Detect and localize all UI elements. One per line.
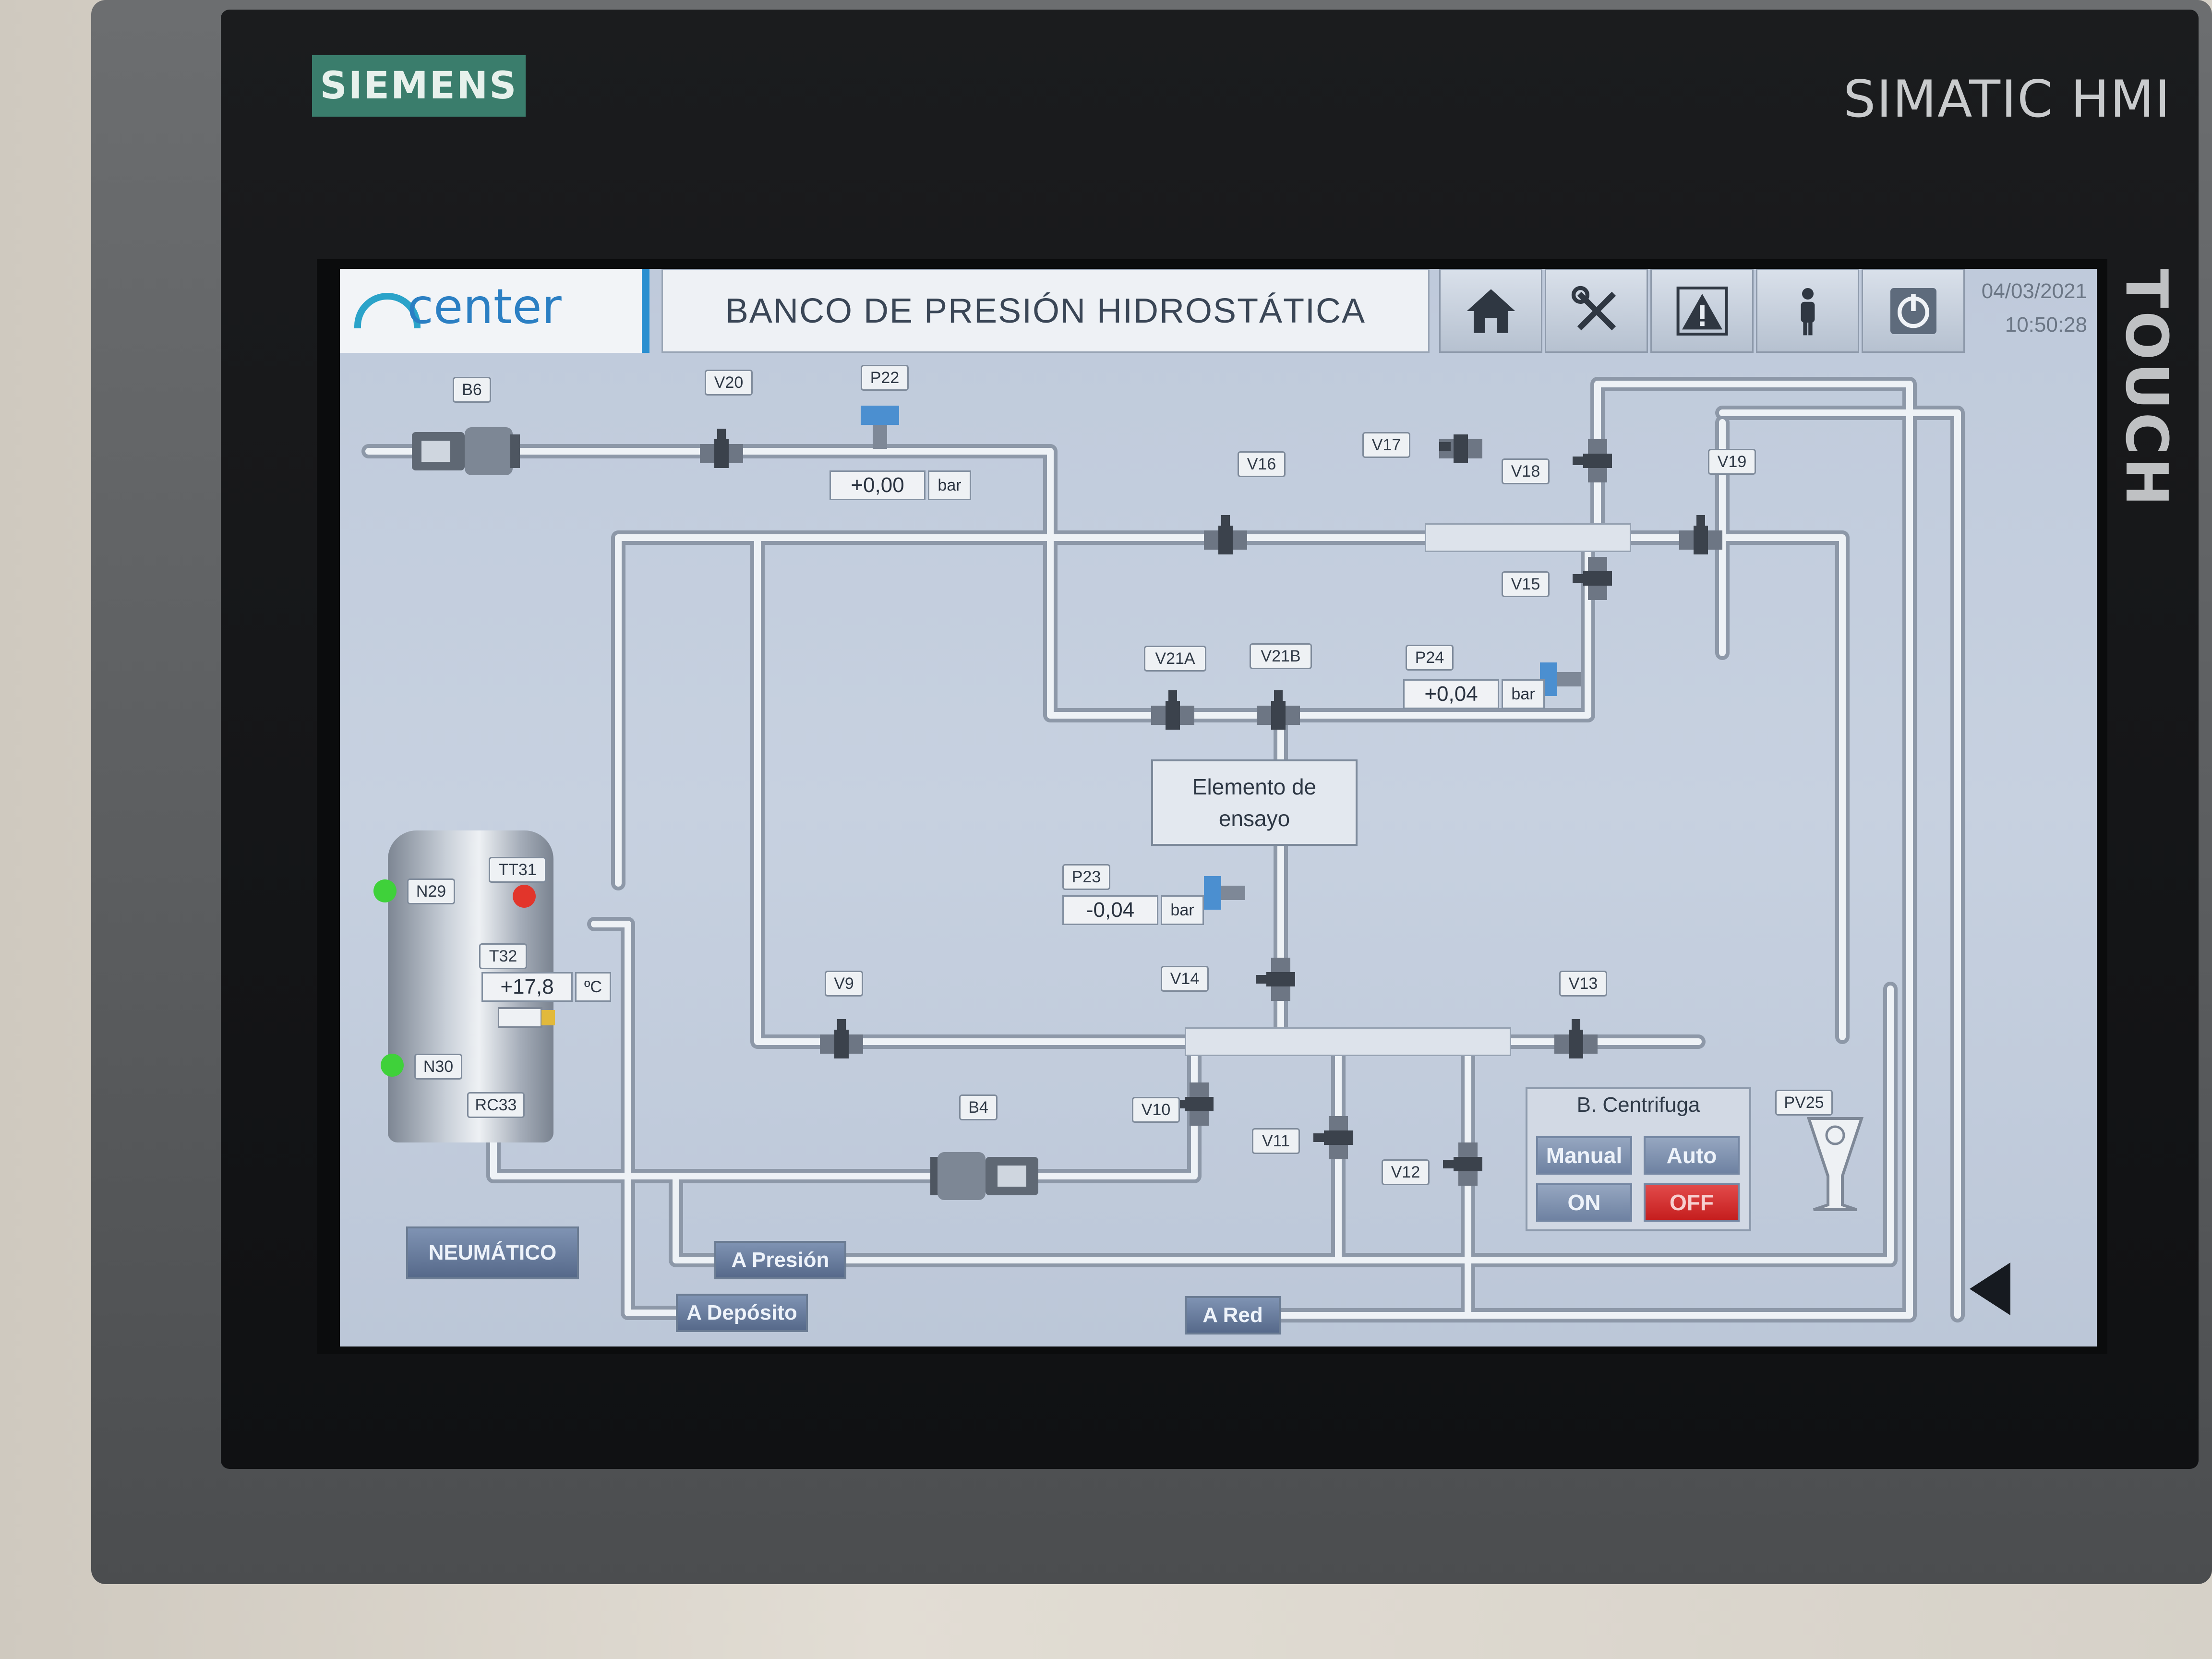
valve-v19-icon[interactable] — [1674, 511, 1727, 564]
valve-v15-icon[interactable] — [1569, 552, 1622, 605]
centrifuge-title: B. Centrifuga — [1576, 1093, 1700, 1117]
valve-v16-icon[interactable] — [1199, 511, 1252, 564]
valve-v18-icon[interactable] — [1569, 434, 1622, 487]
p22-value: +0,00 — [830, 470, 926, 500]
tag-v9: V9 — [825, 971, 863, 997]
tag-b6: B6 — [453, 377, 491, 403]
proportional-valve-pv25-icon[interactable] — [1804, 1114, 1866, 1214]
valve-v13-icon[interactable] — [1550, 1015, 1602, 1068]
to-pressure-button[interactable]: A Presión — [714, 1241, 846, 1279]
p22-unit: bar — [928, 470, 971, 500]
to-tank-button[interactable]: A Depósito — [676, 1294, 808, 1332]
tag-v21b: V21B — [1250, 643, 1312, 669]
page-title: BANCO DE PRESIÓN HIDROSTÁTICA — [661, 269, 1430, 353]
logo-text: center — [407, 278, 562, 335]
tag-v17: V17 — [1362, 432, 1410, 458]
pneumatic-button[interactable]: NEUMÁTICO — [406, 1226, 579, 1279]
tag-pv25: PV25 — [1775, 1090, 1833, 1116]
manual-button[interactable]: Manual — [1536, 1136, 1632, 1175]
lower-manifold — [1185, 1027, 1511, 1056]
brand-logo: SIEMENS — [312, 55, 526, 117]
to-network-button[interactable]: A Red — [1185, 1296, 1281, 1334]
tag-v16: V16 — [1238, 451, 1286, 477]
time-text: 10:50:28 — [2005, 313, 2087, 337]
user-button[interactable] — [1756, 269, 1859, 353]
hmi-screen: center BANCO DE PRESIÓN HIDROSTÁTICA 04/… — [340, 269, 2097, 1346]
auto-button[interactable]: Auto — [1644, 1136, 1740, 1175]
settings-button[interactable] — [1545, 269, 1648, 353]
test-element-line1: Elemento de — [1192, 774, 1317, 799]
date-text: 04/03/2021 — [1981, 279, 2087, 303]
tag-v15: V15 — [1502, 571, 1550, 597]
valve-v17-icon[interactable] — [1434, 420, 1487, 473]
back-arrow-icon[interactable] — [1962, 1258, 2015, 1320]
valve-v12-icon[interactable] — [1439, 1138, 1492, 1190]
p23-value: -0,04 — [1062, 895, 1158, 925]
t32-value: +17,8 — [481, 972, 573, 1002]
tag-v12: V12 — [1382, 1159, 1430, 1185]
tag-v13: V13 — [1559, 971, 1607, 997]
home-button[interactable] — [1439, 269, 1542, 353]
valve-v21a-icon[interactable] — [1146, 686, 1199, 739]
valve-v21b-icon[interactable] — [1252, 686, 1305, 739]
pressure-sensor-p22-icon[interactable] — [854, 401, 906, 454]
tag-p24: P24 — [1406, 645, 1454, 671]
tag-v18: V18 — [1502, 458, 1550, 484]
model-label: SIMATIC HMI — [1843, 70, 2171, 129]
tag-t32: T32 — [479, 943, 527, 969]
tag-rc33: RC33 — [467, 1092, 525, 1118]
valve-v20-icon[interactable] — [695, 425, 748, 478]
p24-unit: bar — [1502, 679, 1545, 709]
valve-v9-icon[interactable] — [815, 1015, 868, 1068]
tag-v19: V19 — [1708, 449, 1756, 475]
heater-icon — [498, 1007, 555, 1028]
tag-n29: N29 — [407, 878, 455, 904]
tag-v11: V11 — [1252, 1128, 1300, 1154]
p24-value: +0,04 — [1403, 679, 1499, 709]
p23-unit: bar — [1161, 895, 1204, 925]
level-indicator-n30 — [381, 1054, 404, 1077]
on-button[interactable]: ON — [1536, 1183, 1632, 1222]
tag-v20: V20 — [705, 370, 753, 396]
valve-v14-icon[interactable] — [1252, 953, 1305, 1006]
home-icon — [1467, 289, 1515, 333]
off-button[interactable]: OFF — [1644, 1183, 1740, 1222]
touch-label: TOUCH — [2113, 269, 2179, 509]
test-element-box: Elemento de ensayo — [1151, 759, 1358, 846]
pump-b6-icon[interactable] — [412, 422, 522, 480]
pressure-sensor-p23-icon[interactable] — [1199, 866, 1252, 919]
tag-v14: V14 — [1161, 966, 1209, 992]
tag-v10: V10 — [1132, 1097, 1180, 1123]
level-indicator-n29 — [373, 879, 397, 902]
upper-manifold — [1425, 523, 1631, 552]
tag-n30: N30 — [414, 1054, 462, 1080]
power-button[interactable] — [1862, 269, 1965, 353]
tag-v21a: V21A — [1144, 646, 1206, 672]
valve-v11-icon[interactable] — [1310, 1111, 1362, 1164]
power-icon — [1890, 288, 1936, 334]
test-element-line2: ensayo — [1218, 806, 1290, 831]
tag-p23: P23 — [1062, 864, 1110, 890]
company-logo: center — [340, 269, 649, 353]
centrifuge-panel: B. Centrifuga Manual Auto ON OFF — [1526, 1087, 1751, 1231]
tag-b4: B4 — [959, 1094, 998, 1120]
tag-p22: P22 — [861, 365, 909, 391]
pump-b4-icon[interactable] — [930, 1147, 1041, 1205]
tag-tt31: TT31 — [489, 857, 546, 883]
temperature-alarm-tt31 — [513, 885, 536, 908]
user-icon — [1801, 288, 1815, 335]
t32-unit: ºC — [575, 972, 611, 1002]
tools-icon — [1571, 286, 1616, 330]
alarms-button[interactable] — [1650, 269, 1754, 353]
warning-icon — [1676, 286, 1728, 336]
datetime-display: 04/03/2021 10:50:28 — [1962, 269, 2097, 353]
